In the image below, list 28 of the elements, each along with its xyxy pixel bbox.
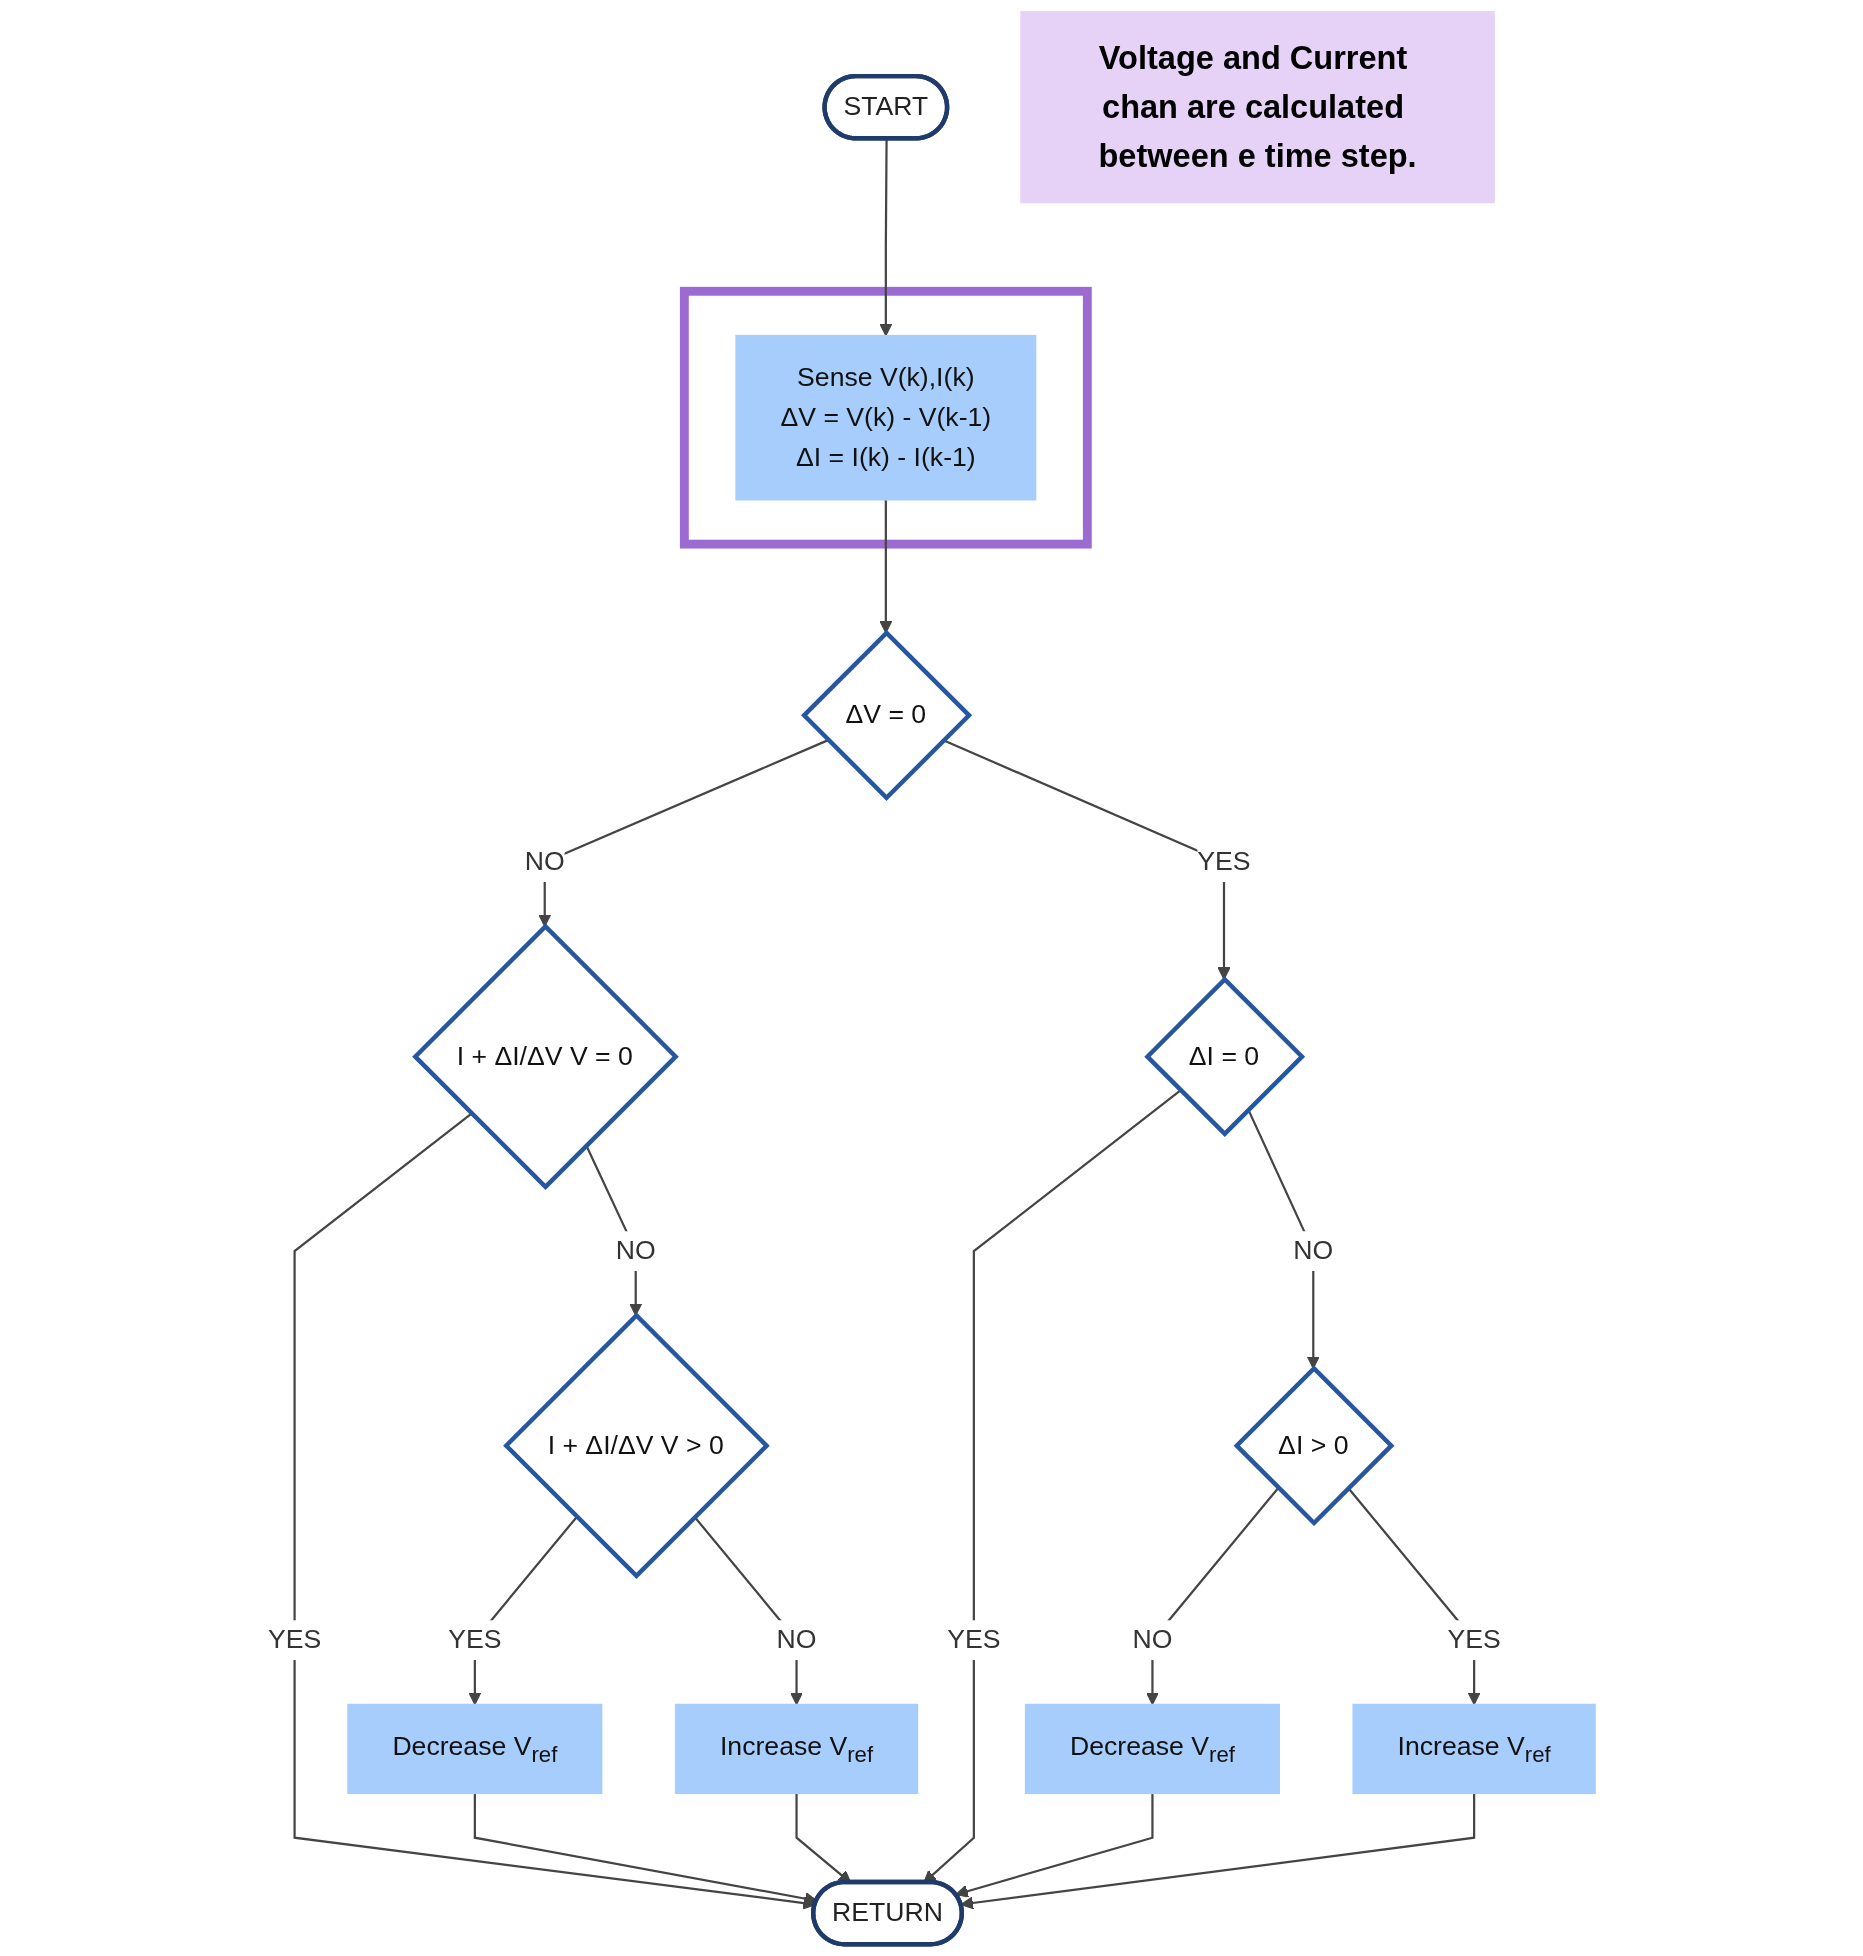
edge-label: NO	[1293, 1235, 1334, 1266]
edge-label: YES	[1447, 1624, 1501, 1655]
node-diamond: ΔV = 0	[800, 629, 973, 801]
edge-label: NO	[524, 846, 565, 877]
node-box: Voltage and Current chan are calculated between e time step.	[1020, 11, 1495, 204]
arrow	[955, 1793, 1154, 1898]
edge-label: YES	[448, 1624, 502, 1655]
edge-label: YES	[1197, 846, 1251, 877]
node-box: Sense V(k),I(k) ΔV = V(k) - V(k-1) ΔI = I(k) - I(k-1)	[735, 334, 1037, 501]
node-diamond: I + ΔI/ΔV V = 0	[412, 923, 679, 1190]
node-box: Decrease V$_{ref}$	[1024, 1703, 1280, 1795]
node-diamond: ΔI > 0	[1233, 1365, 1395, 1527]
node-diamond: ΔI = 0	[1144, 976, 1306, 1138]
arrow	[879, 139, 893, 337]
edge-label: YES	[947, 1624, 1001, 1655]
arrow	[538, 739, 829, 928]
edge-label: NO	[1132, 1624, 1173, 1655]
edge-label: NO	[776, 1624, 817, 1655]
node-box: Increase V$_{ref}$	[674, 1703, 919, 1795]
arrow	[960, 1793, 1476, 1910]
arrow	[293, 1112, 816, 1910]
cluster	[679, 286, 1092, 549]
edge-label: NO	[615, 1235, 656, 1266]
node-diamond: I + ΔI/ΔV V > 0	[503, 1312, 770, 1579]
edge-label: YES	[267, 1624, 322, 1655]
arrow	[879, 499, 893, 634]
node-box: Decrease V$_{ref}$	[347, 1703, 603, 1795]
node-box: Increase V$_{ref}$	[1352, 1703, 1596, 1795]
